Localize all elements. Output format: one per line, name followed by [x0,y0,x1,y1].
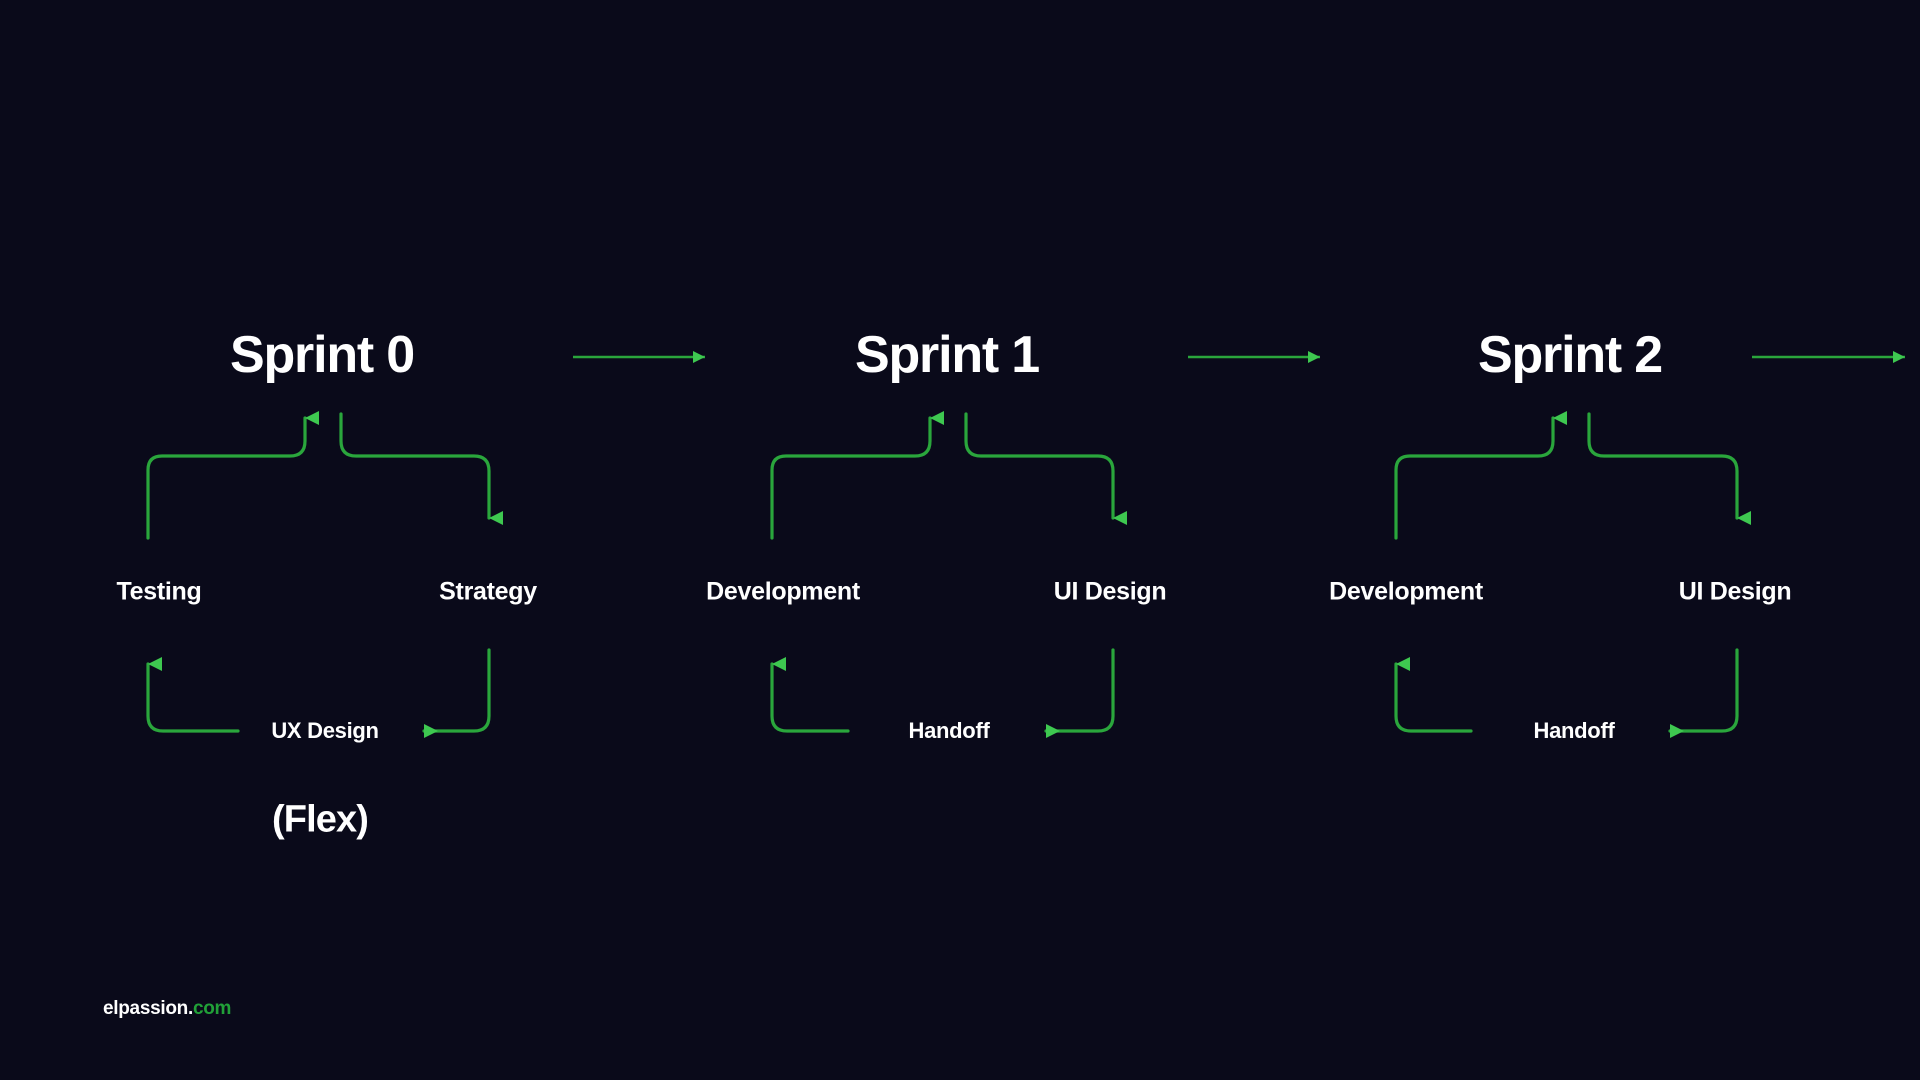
node-ui-design-1: UI Design [1053,577,1167,606]
brand-logo: elpassion.com [103,998,231,1020]
logo-dot: . [187,998,193,1019]
node-ui-design-2: UI Design [1678,577,1792,606]
wire-sprint0-to-strategy [339,412,503,525]
wire-sprint2-to-uidesign2 [1587,412,1751,525]
wire-testing-to-sprint0 [146,411,319,540]
logo-tld: com [192,998,232,1019]
node-handoff-1: Handoff [908,718,990,743]
sprint-title-2: Sprint 2 [1478,326,1663,384]
wire-handoff-to-development [770,657,850,733]
sprint-0-wiring [146,411,503,738]
sprint-2-wiring [1394,411,1751,738]
wire-uidesign-to-handoff [1044,648,1115,738]
wire-uidesign2-to-handoff2 [1668,648,1739,738]
wire-uxdesign-to-testing [146,657,240,733]
wire-development2-to-sprint2 [1394,411,1567,540]
caption-flex: (Flex) [272,798,369,841]
sprint-1-wiring [770,411,1127,738]
node-development-2: Development [1329,577,1483,606]
logo-name: elpassion [103,998,188,1019]
node-strategy: Strategy [439,577,537,606]
wire-sprint1-to-uidesign [964,412,1127,525]
node-ux-design: UX Design [271,718,379,743]
wire-development-to-sprint1 [770,411,944,540]
node-handoff-2: Handoff [1533,718,1615,743]
node-testing: Testing [116,577,202,606]
sprint-title-0: Sprint 0 [230,326,415,384]
node-development-1: Development [706,577,860,606]
sprint-title-1: Sprint 1 [855,326,1040,384]
wire-handoff2-to-development2 [1394,657,1473,733]
wire-strategy-to-uxdesign [422,648,491,738]
